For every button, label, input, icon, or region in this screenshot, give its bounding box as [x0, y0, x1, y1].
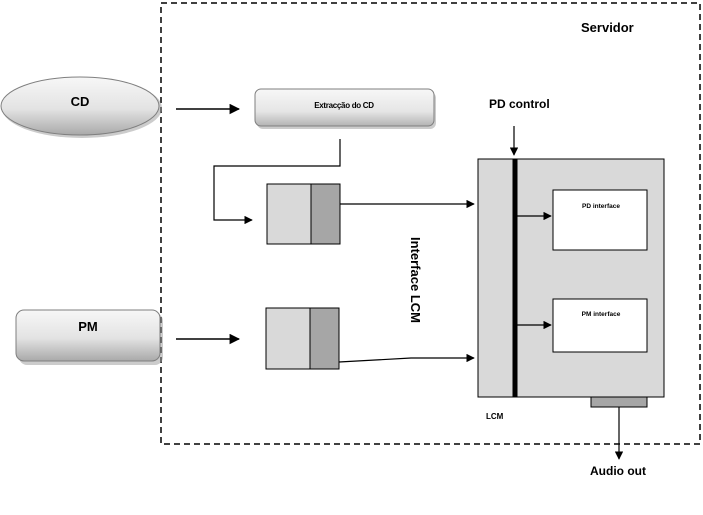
- pm-label: PM: [78, 319, 98, 334]
- pm-buffer-to-lcm-arrow: [338, 353, 475, 363]
- cd-buffer: [266, 183, 341, 245]
- pd-interface-box: [552, 189, 648, 251]
- pm-interface-label: PM interface: [582, 311, 621, 318]
- pm-interface-box: [552, 298, 648, 353]
- cd-label: CD: [71, 94, 90, 109]
- pd-interface-label: PD interface: [582, 203, 620, 210]
- extraction-node: Extracção do CD: [254, 88, 436, 129]
- extraction-to-buffer-connector: [213, 139, 341, 225]
- lcm-label: LCM: [486, 412, 504, 421]
- extraction-label: Extracção do CD: [314, 101, 374, 110]
- pm-source-node: PM: [15, 309, 163, 365]
- pm-buffer: [265, 307, 340, 370]
- cd-source-node: CD: [0, 76, 162, 138]
- server-label: Servidor: [581, 20, 634, 35]
- interface-lcm-label: Interface LCM: [408, 237, 423, 323]
- audio-out-label: Audio out: [590, 464, 646, 478]
- pd-control-label: PD control: [489, 97, 550, 111]
